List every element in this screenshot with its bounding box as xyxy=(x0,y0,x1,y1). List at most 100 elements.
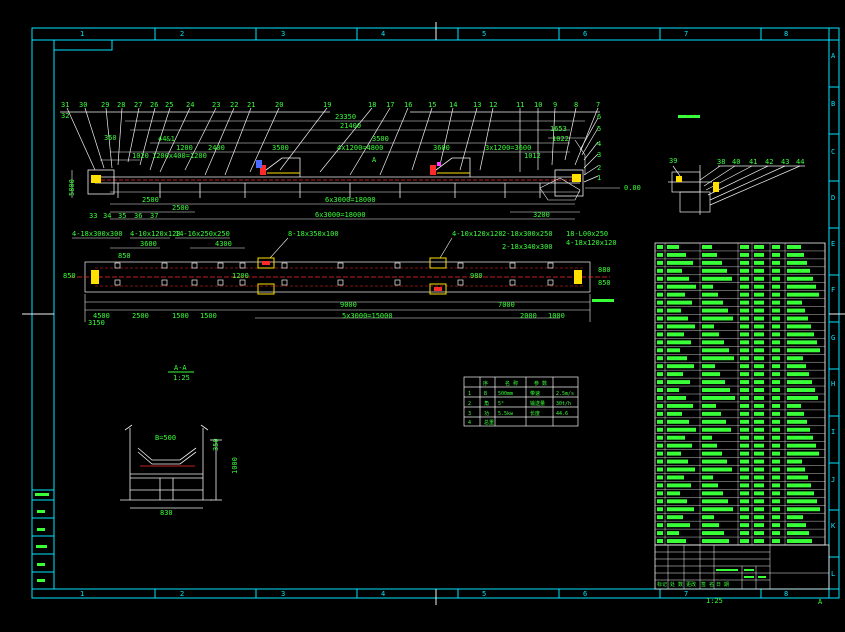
part-balloon: 20 xyxy=(275,101,283,109)
dimension-label: 1022 xyxy=(552,135,569,143)
parts-list-entry xyxy=(702,324,714,329)
plan-view[interactable]: 4-18x300x300 4-10x120x120 14-16x250x250 … xyxy=(63,230,617,327)
conveyor-structure: 0.00 5800 A xyxy=(68,139,641,201)
part-balloon: 31 xyxy=(61,101,69,109)
parts-list-entry xyxy=(702,292,718,297)
plan-bolt-holes xyxy=(114,262,554,286)
parts-list-entry xyxy=(657,483,663,488)
svg-text:2: 2 xyxy=(468,401,471,407)
parts-list-entry xyxy=(657,388,663,392)
part-balloon: 32 xyxy=(61,112,69,120)
parts-list-entry xyxy=(657,451,663,456)
part-balloon: 35 xyxy=(118,212,126,220)
parts-list-entry xyxy=(667,459,688,464)
parts-list-entry xyxy=(702,340,724,345)
parts-list-entry xyxy=(657,332,663,337)
technical-parameter-table[interactable]: 序 名 称 参 数 1 B 500mm 带速 2.5m/s 2 角 5° 输送量… xyxy=(463,376,579,427)
parts-list-entry xyxy=(740,467,749,472)
dimension-label: 1200x400=1200 xyxy=(152,152,207,160)
parts-list-entry xyxy=(740,356,749,361)
main-elevation-view[interactable]: 31 30 29 28 27 26 25 24 23 22 21 20 19 1… xyxy=(60,101,641,220)
parts-list-entry xyxy=(754,284,764,289)
parts-list-entry xyxy=(740,523,749,528)
parts-list-entry xyxy=(740,459,749,464)
dimension-label: 3500 xyxy=(372,135,389,143)
parts-list-entry xyxy=(702,523,719,528)
parts-list-entry xyxy=(702,364,715,369)
part-balloon: 8 xyxy=(574,101,578,109)
parts-list-entry xyxy=(667,491,680,496)
parts-list-entry xyxy=(754,356,764,361)
parts-list-entry xyxy=(657,531,663,536)
section-side-dim: 350 xyxy=(212,438,220,451)
parts-list-entry xyxy=(740,435,749,440)
part-balloon: 24 xyxy=(186,101,194,109)
zone-label: 3 xyxy=(281,30,285,38)
parts-list-entry xyxy=(702,300,723,305)
parts-list-entry xyxy=(787,292,819,297)
section-view-a-a[interactable]: A-A 1:25 B=500 1000 350 830 xyxy=(120,364,239,517)
parts-list-entry xyxy=(702,260,722,265)
svg-text:长度: 长度 xyxy=(530,410,540,417)
parts-list-entry xyxy=(787,268,810,273)
parts-list-entry xyxy=(740,260,749,265)
svg-text:带速: 带速 xyxy=(530,391,540,397)
parts-list-entry xyxy=(667,348,680,353)
part-balloon: 22 xyxy=(230,101,238,109)
part-balloon: 42 xyxy=(765,158,773,166)
parts-list-entry xyxy=(754,515,764,520)
svg-text:4: 4 xyxy=(468,420,471,426)
parts-list-entry xyxy=(754,364,764,369)
parts-list-entry xyxy=(702,316,733,321)
parts-list-entry xyxy=(657,340,663,345)
part-balloon: 39 xyxy=(669,157,677,165)
part-balloon: 40 xyxy=(732,158,740,166)
callout-label: 2-18x340x300 xyxy=(502,243,553,251)
parts-list-table[interactable] xyxy=(654,242,826,546)
parts-list-entry xyxy=(754,491,764,496)
part-balloon: 38 xyxy=(717,158,725,166)
parts-list-entry xyxy=(667,427,696,432)
dimension-label: 1000 xyxy=(548,312,565,320)
parts-list-entry xyxy=(787,403,801,408)
parts-list-entry xyxy=(754,467,764,472)
plan-outline xyxy=(70,257,610,295)
part-balloon: 6 xyxy=(597,113,601,121)
parts-list-entry xyxy=(754,380,764,385)
parts-list-entry xyxy=(772,324,780,329)
dimension-label: 850 xyxy=(598,279,611,287)
parts-list-entry xyxy=(787,443,816,448)
zone-label: 5 xyxy=(482,590,486,598)
parts-list-entry xyxy=(702,356,734,361)
balloon-leaders xyxy=(60,107,600,183)
parts-list-entry xyxy=(740,388,749,392)
callout-label: 8-18x350x100 xyxy=(288,230,339,238)
parts-list-entry xyxy=(667,507,694,512)
parts-list-entry xyxy=(657,523,663,528)
title-block[interactable]: 标记 处 数 更改 签 名 日 期 xyxy=(654,544,830,590)
parts-list-entry xyxy=(667,356,687,361)
parts-list-entry xyxy=(772,300,780,305)
belt-width-label: B=500 xyxy=(155,434,176,442)
dimension-label: 1653 xyxy=(550,125,567,133)
sheet-scale: 1:25 xyxy=(706,597,723,605)
parts-list-entry xyxy=(772,443,780,448)
part-balloon: 3 xyxy=(597,151,601,159)
svg-text:5°: 5° xyxy=(498,401,504,407)
parts-list-entry xyxy=(754,443,764,448)
part-balloon: 13 xyxy=(473,101,481,109)
parts-list-entry xyxy=(754,523,764,528)
parts-list-entry xyxy=(772,499,780,504)
parts-list-entry xyxy=(754,499,764,504)
zone-label: 4 xyxy=(381,590,385,598)
zone-label: 1 xyxy=(80,30,84,38)
parts-list-entry xyxy=(787,539,812,543)
dimension-label: 2500 xyxy=(132,312,149,320)
part-balloon: 25 xyxy=(165,101,173,109)
dimension-label: 880 xyxy=(598,266,611,274)
parts-list-entry xyxy=(657,380,663,385)
parts-list-entry xyxy=(772,491,780,496)
detail-view[interactable]: 39 38 40 41 42 43 44 xyxy=(668,115,805,215)
parts-list-entry xyxy=(787,411,804,416)
